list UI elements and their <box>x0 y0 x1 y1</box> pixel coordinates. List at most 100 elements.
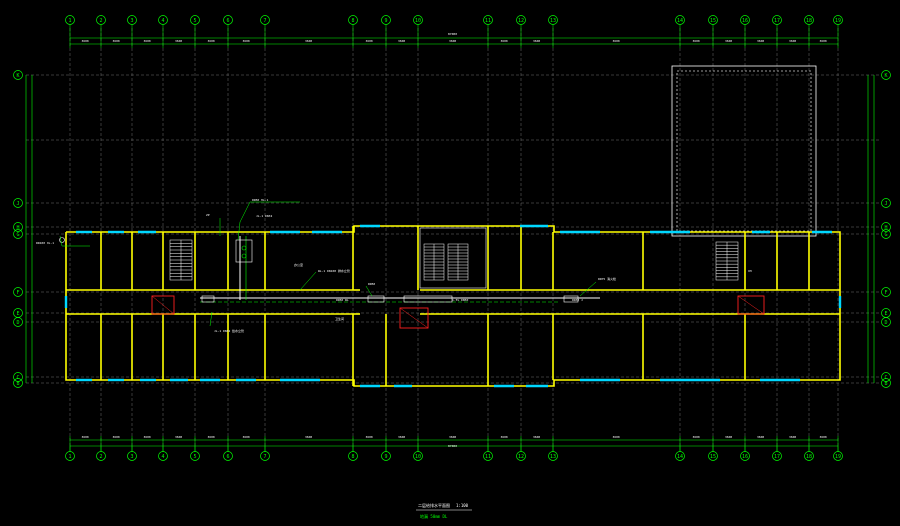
dim-label-top-10: 3600 <box>501 39 508 43</box>
note-wall-top: DN50 HL-1 <box>252 198 268 202</box>
leader-note-4: DN100 XL-1 <box>36 241 54 245</box>
dim-label-top-7: 3600 <box>366 39 373 43</box>
hydrant-cabinet-3 <box>737 295 765 315</box>
upper-roof-outline <box>671 65 817 237</box>
dim-label-top-15: 3600 <box>757 39 764 43</box>
note-corridor-2: DN50 <box>368 282 375 286</box>
axis-label-top-8: 8 <box>351 18 354 24</box>
dim-label-top-3: 3600 <box>175 39 182 43</box>
dim-label-top-9: 3600 <box>449 39 456 43</box>
axis-label-right-K: K <box>884 73 887 79</box>
axis-grid <box>26 28 880 446</box>
axis-bubble-right-H <box>881 222 891 232</box>
axis-label-left-J: J <box>16 201 19 207</box>
drawing-scale: 1:100 <box>456 503 469 508</box>
axis-label-bottom-7: 7 <box>263 454 266 460</box>
axis-label-right-H: H <box>884 225 887 231</box>
leader-note-1: WL-1 DN100 排水立管 <box>318 268 350 273</box>
axis-label-bottom-1: 1 <box>68 454 71 460</box>
axis-bubble-right-J <box>881 198 891 208</box>
leader-note-2: JL-1 DN32 给水立管 <box>214 328 244 333</box>
axis-label-bottom-11: 11 <box>485 454 491 460</box>
axis-label-bottom-4: 4 <box>161 454 164 460</box>
axis-label-top-11: 11 <box>485 18 491 24</box>
valve-box-1 <box>201 295 215 303</box>
dim-label-bottom-17: 3600 <box>820 435 827 439</box>
valve-box-4 <box>563 295 579 303</box>
axis-label-left-D: D <box>16 320 19 326</box>
dim-label-top-4: 3600 <box>208 39 215 43</box>
axis-label-top-12: 12 <box>518 18 524 24</box>
axis-bubbles: 1122334455667788991010111112121313141415… <box>13 15 891 461</box>
valve-box-2 <box>367 295 385 303</box>
dim-label-bottom-14: 3600 <box>725 435 732 439</box>
axis-label-top-7: 7 <box>263 18 266 24</box>
dim-label-bottom-0: 3600 <box>82 435 89 439</box>
dim-label-bottom-11: 3600 <box>533 435 540 439</box>
axis-label-right-B: B <box>884 381 887 387</box>
stair-core-enclosure <box>419 227 487 289</box>
dim-label-bottom-2: 3600 <box>144 435 151 439</box>
dim-label-bottom-1: 3600 <box>113 435 120 439</box>
axis-label-top-17: 17 <box>774 18 780 24</box>
leader-note-3: DN75 消火栓 <box>598 276 616 281</box>
dimension-chains: 3600 3600 3600 3600 3600 3600 3600 3600 3600 3600… <box>25 28 875 452</box>
axis-label-bottom-9: 9 <box>384 454 387 460</box>
axis-label-bottom-12: 12 <box>518 454 524 460</box>
note-corridor-1: DN50 WL <box>336 298 349 302</box>
axis-bubble-left-G <box>13 229 23 239</box>
axis-label-bottom-6: 6 <box>226 454 229 460</box>
valve-box-3 <box>403 295 453 303</box>
fire-fixtures <box>151 295 765 329</box>
axis-label-top-4: 4 <box>161 18 164 24</box>
axis-label-top-18: 18 <box>806 18 812 24</box>
axis-label-bottom-8: 8 <box>351 454 354 460</box>
axis-label-top-16: 16 <box>742 18 748 24</box>
dim-label-bottom-5: 3600 <box>243 435 250 439</box>
axis-label-right-J: J <box>884 201 887 207</box>
hydrant-cabinet-diag-1 <box>151 295 175 315</box>
note-pump: DN32 J <box>572 298 583 302</box>
axis-label-top-15: 15 <box>710 18 716 24</box>
drawing-title: 二层给排水平面图 <box>418 502 450 508</box>
axis-label-bottom-16: 16 <box>742 454 748 460</box>
dim-label-bottom-8: 3600 <box>398 435 405 439</box>
axis-bubble-left-J <box>13 198 23 208</box>
riser-marker-2 <box>241 253 247 259</box>
axis-label-top-14: 14 <box>677 18 683 24</box>
dim-label-bottom-4: 3600 <box>208 435 215 439</box>
dim-label-top-0: 3600 <box>82 39 89 43</box>
stair-west <box>169 239 193 281</box>
dim-label-bottom-9: 3600 <box>449 435 456 439</box>
riser-marker-1 <box>241 245 247 251</box>
axis-bubble-left-D <box>13 317 23 327</box>
hydrant-cabinet-diag-3 <box>737 295 765 315</box>
dim-label-bottom-3: 3600 <box>175 435 182 439</box>
axis-label-top-13: 13 <box>550 18 556 24</box>
hydrant-cabinet-1 <box>151 295 175 315</box>
note-wc: 卫生间 <box>335 316 344 321</box>
axis-label-bottom-3: 3 <box>130 454 133 460</box>
axis-label-left-G: G <box>16 232 19 238</box>
dim-label-bottom-16: 3600 <box>789 435 796 439</box>
axis-label-top-6: 6 <box>226 18 229 24</box>
axis-label-bottom-17: 17 <box>774 454 780 460</box>
tag-a: ZP <box>206 213 210 217</box>
dim-label-bottom-12: 3600 <box>613 435 620 439</box>
axis-label-left-B: B <box>16 381 19 387</box>
dim-label-top-13: 3600 <box>693 39 700 43</box>
axis-label-top-9: 9 <box>384 18 387 24</box>
hydrant-cabinet-diag-2 <box>399 307 429 329</box>
axis-label-bottom-13: 13 <box>550 454 556 460</box>
stair-core-right <box>447 243 469 281</box>
dim-label-top-16: 3600 <box>789 39 796 43</box>
overall-dim-top: 87000 <box>448 32 457 36</box>
axis-label-right-G: G <box>884 232 887 238</box>
hydrant-cabinet-2 <box>399 307 429 329</box>
axis-bubble-left-F <box>13 287 23 297</box>
axis-label-top-19: 19 <box>835 18 841 24</box>
leader-lines <box>59 201 597 327</box>
title-block: 二层给排水平面图 1:100 地漏 50mm DL <box>416 502 472 519</box>
